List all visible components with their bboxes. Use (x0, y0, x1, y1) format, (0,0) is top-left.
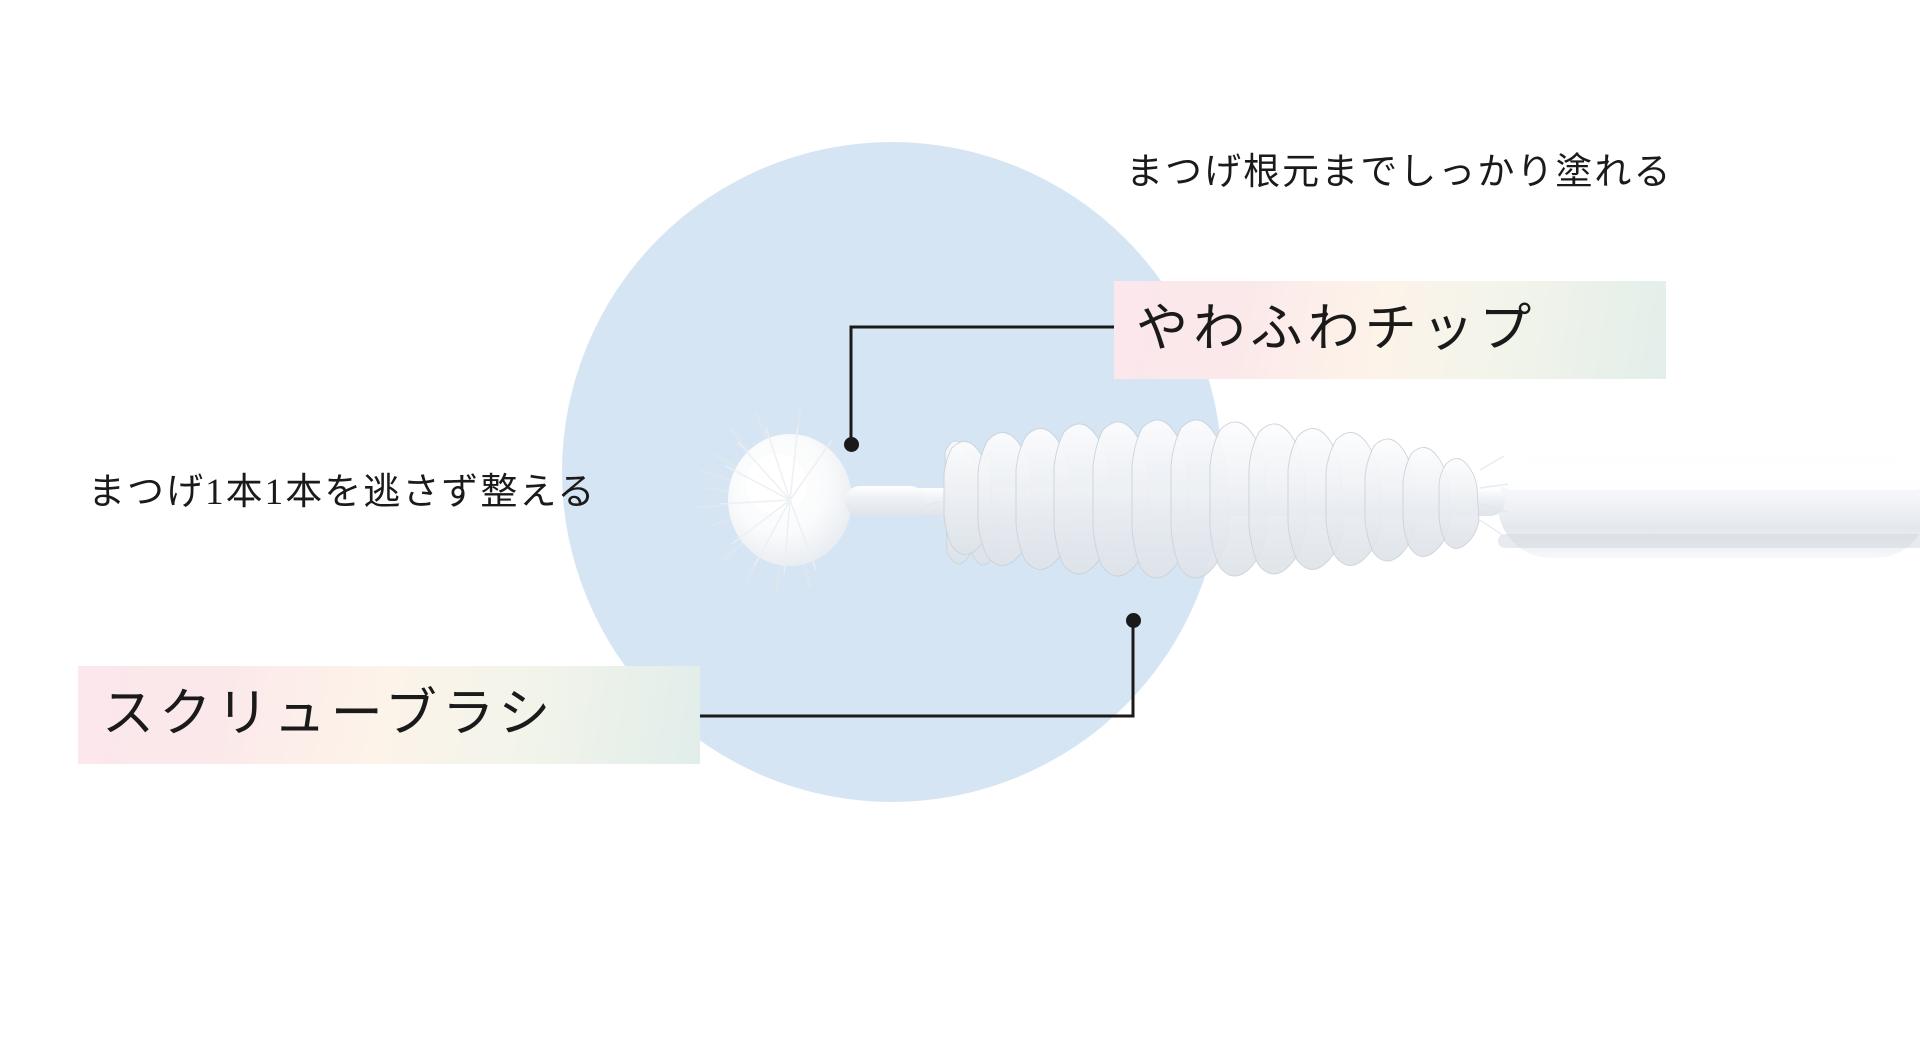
label-chip-brush: スクリューブラシ (78, 666, 700, 764)
caption-brush: まつげ1本1本を逃さず整える (88, 472, 597, 513)
label-chip-tip: やわふわチップ (1114, 281, 1666, 379)
label-chip-tip-text: やわふわチップ (1136, 301, 1537, 358)
label-chip-brush-text: スクリューブラシ (102, 686, 556, 743)
caption-tip: まつげ根元までしっかり塗れる (1126, 152, 1673, 193)
callout-dot-tip (844, 437, 859, 452)
callout-dot-brush (1126, 613, 1141, 628)
